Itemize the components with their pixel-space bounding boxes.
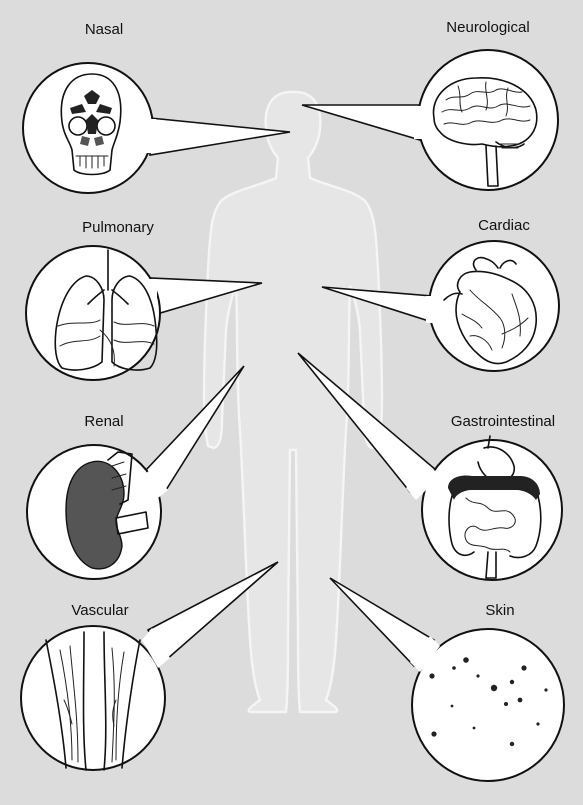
label-renal: Renal	[84, 413, 123, 430]
label-gastrointestinal: Gastrointestinal	[451, 413, 555, 430]
label-vascular: Vascular	[71, 602, 128, 619]
label-skin: Skin	[485, 602, 514, 619]
label-nasal: Nasal	[85, 21, 123, 38]
label-pulmonary: Pulmonary	[82, 219, 154, 236]
label-neurological: Neurological	[446, 19, 529, 36]
label-cardiac: Cardiac	[478, 217, 530, 234]
